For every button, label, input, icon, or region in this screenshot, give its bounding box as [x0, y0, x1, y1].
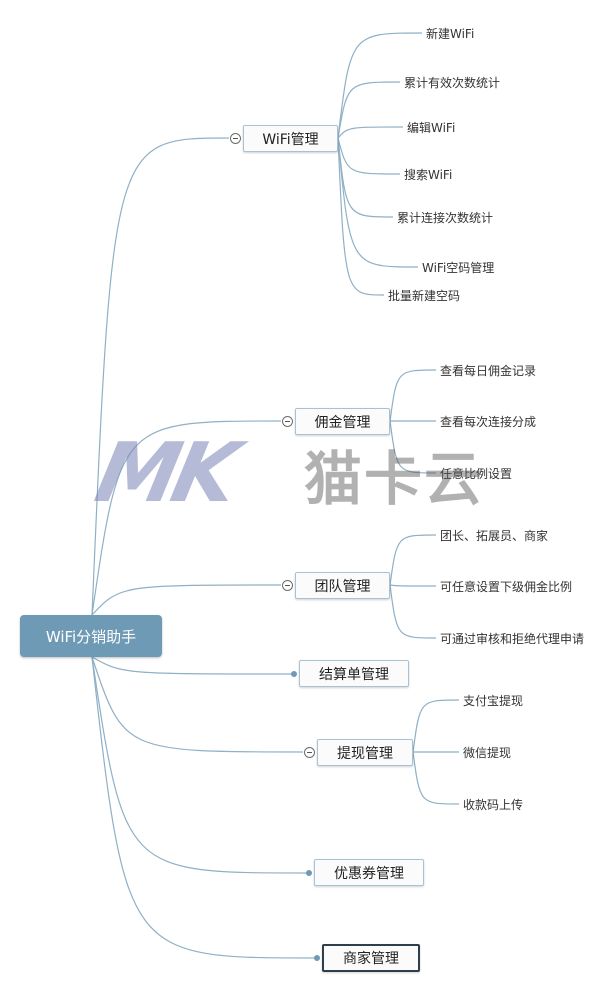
leaf-label: 查看每日佣金记录 — [440, 363, 537, 378]
collapse-icon[interactable] — [282, 416, 293, 427]
connector-line — [91, 656, 304, 753]
leaf-node[interactable]: 查看每日佣金记录 — [440, 362, 536, 378]
connector-line — [91, 656, 294, 675]
leaf-label: 编辑WiFi — [407, 120, 456, 135]
leaf-label: 支付宝提现 — [463, 693, 524, 708]
leaf-label: 搜索WiFi — [404, 167, 453, 182]
node-dot-icon — [291, 671, 297, 677]
connector-line — [389, 584, 437, 587]
leaf-label: 累计连接次数统计 — [397, 210, 494, 225]
connector-line — [91, 420, 282, 616]
branch-wifi[interactable]: WiFi管理 — [243, 125, 338, 152]
leaf-label: 任意比例设置 — [440, 466, 513, 481]
branch-settlement[interactable]: 结算单管理 — [299, 660, 409, 687]
branch-commission[interactable]: 佣金管理 — [295, 408, 390, 435]
branch-label: 团队管理 — [314, 578, 371, 595]
leaf-label: 团长、拓展员、商家 — [440, 528, 549, 543]
leaf-node[interactable]: 支付宝提现 — [463, 692, 523, 708]
leaf-label: 查看每次连接分成 — [440, 414, 537, 429]
connector-line — [337, 137, 401, 175]
leaf-label: 新建WiFi — [426, 26, 475, 41]
leaf-label: WiFi空码管理 — [422, 260, 495, 275]
connector-line — [412, 699, 460, 753]
connector-line — [337, 137, 385, 296]
leaf-node[interactable]: 搜索WiFi — [404, 166, 452, 182]
connector-line — [91, 584, 282, 616]
connector-line — [389, 369, 437, 422]
leaf-node[interactable]: 可任意设置下级佣金比例 — [440, 578, 572, 594]
branch-label: 商家管理 — [343, 951, 399, 967]
branch-label: 提现管理 — [337, 745, 393, 762]
leaf-node[interactable]: 微信提现 — [463, 744, 511, 760]
connector-line — [337, 32, 423, 139]
connector-line — [389, 534, 437, 586]
leaf-label: 收款码上传 — [463, 797, 524, 812]
connector-line — [91, 656, 309, 874]
leaf-label: 可任意设置下级佣金比例 — [440, 579, 573, 594]
branch-merchant[interactable]: 商家管理 — [322, 944, 420, 972]
branch-withdraw[interactable]: 提现管理 — [317, 739, 413, 766]
collapse-icon[interactable] — [282, 580, 293, 591]
node-dot-icon — [306, 870, 312, 876]
leaf-node[interactable]: 可通过审核和拒绝代理申请 — [440, 630, 584, 646]
leaf-node[interactable]: 查看每次连接分成 — [440, 413, 536, 429]
branch-label: 佣金管理 — [314, 414, 371, 431]
connector-line — [337, 137, 394, 218]
leaf-label: 批量新建空码 — [388, 288, 461, 303]
connector-line — [412, 751, 460, 805]
node-dot-icon — [314, 955, 320, 961]
connector-line — [337, 81, 401, 139]
connector-line — [337, 126, 404, 139]
leaf-node[interactable]: 收款码上传 — [463, 796, 523, 812]
connector-line — [389, 584, 437, 639]
connector-line — [91, 656, 317, 959]
root-node[interactable]: WiFi分销助手 — [20, 615, 162, 657]
leaf-node[interactable]: 任意比例设置 — [440, 465, 512, 481]
collapse-icon[interactable] — [304, 747, 315, 758]
leaf-label: 可通过审核和拒绝代理申请 — [440, 631, 585, 646]
leaf-node[interactable]: WiFi空码管理 — [422, 259, 494, 275]
connector-line — [337, 137, 419, 268]
branch-label: 优惠券管理 — [334, 865, 404, 882]
branch-label: WiFi管理 — [262, 131, 319, 148]
leaf-node[interactable]: 编辑WiFi — [407, 119, 455, 135]
collapse-icon[interactable] — [230, 133, 241, 144]
connector-line — [91, 137, 230, 616]
leaf-label: 微信提现 — [463, 745, 512, 760]
branch-team[interactable]: 团队管理 — [295, 572, 390, 599]
leaf-node[interactable]: 累计连接次数统计 — [397, 209, 493, 225]
connector-line — [389, 420, 437, 474]
leaf-label: 累计有效次数统计 — [404, 75, 501, 90]
leaf-node[interactable]: 新建WiFi — [426, 25, 474, 41]
branch-coupon[interactable]: 优惠券管理 — [314, 859, 424, 886]
leaf-node[interactable]: 批量新建空码 — [388, 287, 460, 303]
leaf-node[interactable]: 团长、拓展员、商家 — [440, 527, 548, 543]
branch-label: 结算单管理 — [319, 666, 389, 683]
leaf-node[interactable]: 累计有效次数统计 — [404, 74, 500, 90]
root-label: WiFi分销助手 — [45, 627, 137, 646]
